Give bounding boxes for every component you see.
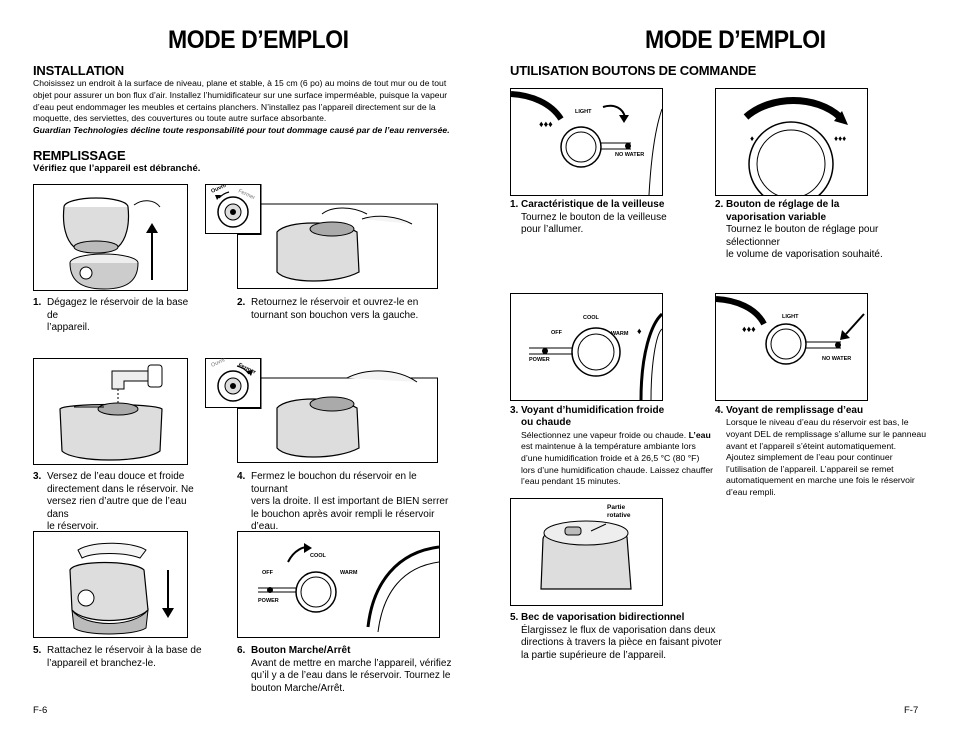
warm-label: WARM bbox=[340, 570, 358, 576]
figure-fill-water bbox=[33, 358, 188, 465]
figure-reattach-reservoir bbox=[33, 531, 188, 638]
off-label-right: OFF bbox=[551, 330, 563, 336]
no-water-label-right: NO WATER bbox=[822, 356, 851, 362]
warm-label-right: WARM bbox=[611, 331, 629, 337]
figure-rotating-nozzle: Partie rotative bbox=[510, 498, 663, 606]
power-label-right: POWER bbox=[529, 357, 550, 363]
cool-label: COOL bbox=[310, 553, 327, 559]
remplissage-subheading: Vérifiez que l’appareil est débranché. bbox=[33, 163, 201, 174]
control-step-2-caption: 2. Bouton de réglage de la vaporisation … bbox=[715, 199, 883, 261]
light-label: LIGHT bbox=[575, 109, 592, 115]
step-2-caption: 2. Retournez le réservoir et ouvrez-le e… bbox=[237, 297, 419, 321]
figure-power-knob: OFF COOL WARM POWER bbox=[237, 531, 440, 638]
light-label-right: LIGHT bbox=[782, 314, 799, 320]
svg-text:♦♦♦: ♦♦♦ bbox=[539, 119, 553, 129]
svg-text:♦♦♦: ♦♦♦ bbox=[834, 134, 846, 143]
partie-label: Partie bbox=[607, 504, 625, 511]
figure-cool-warm: ♦ OFF COOL WARM POWER bbox=[510, 293, 663, 401]
controls-heading: UTILISATION BOUTONS DE COMMANDE bbox=[510, 63, 757, 78]
ouvrir-label-faded: Ouvrir bbox=[210, 358, 226, 369]
cap-open-diagram: Ouvrir Fermer bbox=[205, 182, 261, 234]
control-step-5-caption: 5. Bec de vaporisation bidirectionnel Él… bbox=[510, 612, 722, 661]
figure-night-light: ♦♦♦ LIGHT NO WATER bbox=[510, 88, 663, 196]
svg-text:♦: ♦ bbox=[750, 134, 754, 143]
svg-text:♦♦♦: ♦♦♦ bbox=[742, 324, 756, 334]
page-number-right: F-7 bbox=[904, 705, 919, 716]
control-step-4-caption: 4. Voyant de remplissage d’eau Lorsque l… bbox=[715, 405, 927, 497]
svg-text:♦: ♦ bbox=[637, 326, 642, 336]
page-number-left: F-6 bbox=[33, 705, 48, 716]
off-label: OFF bbox=[262, 570, 274, 576]
step-5-caption: 5. Rattachez le réservoir à la base de l… bbox=[33, 645, 202, 669]
installation-text: Choisissez un endroit à la surface de ni… bbox=[33, 78, 453, 137]
figure-open-cap bbox=[237, 184, 438, 289]
remplissage-heading: REMPLISSAGE bbox=[33, 148, 126, 163]
cap-close-diagram: Ouvrir Fermer bbox=[205, 357, 261, 408]
rotative-label: rotative bbox=[607, 512, 631, 519]
step-3-caption: 3. Versez de l’eau douce et froide direc… bbox=[33, 471, 194, 533]
no-water-label: NO WATER bbox=[615, 152, 644, 158]
figure-remove-reservoir bbox=[33, 184, 188, 291]
right-page-title: MODE D’EMPLOI bbox=[645, 26, 826, 54]
power-label: POWER bbox=[258, 598, 279, 604]
installation-heading: INSTALLATION bbox=[33, 63, 124, 78]
figure-close-cap bbox=[237, 358, 438, 463]
control-step-1-caption: 1. Caractéristique de la veilleuse Tourn… bbox=[510, 199, 667, 236]
left-page-title: MODE D’EMPLOI bbox=[168, 26, 349, 54]
figure-no-water: ♦♦♦ LIGHT NO WATER bbox=[715, 293, 868, 401]
step-1-caption: 1. Dégagez le réservoir de la base de l’… bbox=[33, 297, 189, 334]
step-4-caption: 4. Fermez le bouchon du réservoir en le … bbox=[237, 471, 449, 533]
control-step-3-caption: 3. Voyant d’humidification froide ou cha… bbox=[510, 405, 714, 487]
step-6-caption: 6. Bouton Marche/Arrêt Avant de mettre e… bbox=[237, 645, 452, 694]
cool-label-right: COOL bbox=[583, 315, 600, 321]
disclaimer: Guardian Technologies décline toute resp… bbox=[33, 125, 450, 136]
figure-variable-mist: ♦ ♦♦♦ bbox=[715, 88, 868, 196]
